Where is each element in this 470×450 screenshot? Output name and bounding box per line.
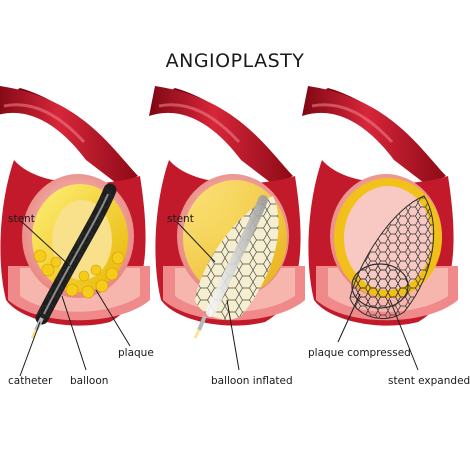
leader-plaque-compressed (337, 293, 361, 343)
leader-plaque-1 (95, 289, 131, 347)
stent-balloon-catheter (30, 183, 117, 339)
label-balloon-inflated: balloon inflated (211, 375, 293, 387)
label-catheter-1: catheter (8, 375, 53, 387)
diagram-title: ANGIOPLASTY (165, 50, 305, 72)
label-stent-expanded: stent expanded (388, 375, 470, 387)
expanded-stent (349, 195, 435, 320)
leader-catheter-1 (19, 321, 41, 377)
label-balloon-1: balloon (70, 375, 108, 387)
label-plaque-1: plaque (118, 347, 154, 359)
inflated-balloon-stent (193, 195, 279, 339)
leader-stent-1 (21, 221, 71, 267)
label-stent-1: stent (8, 213, 35, 225)
leader-stent-expanded (389, 299, 419, 371)
panel-after: plaque compressed stent expanded (300, 84, 470, 387)
panel-before: stent plaque catheter balloon (0, 84, 154, 387)
panel-inflated: stent balloon inflated (147, 84, 307, 387)
leader-balloon-inflated (226, 299, 240, 371)
label-plaque-compressed: plaque compressed (308, 347, 411, 359)
label-stent-2: stent (167, 213, 194, 225)
leader-balloon-1 (61, 295, 87, 371)
leader-stent-2 (176, 221, 216, 263)
